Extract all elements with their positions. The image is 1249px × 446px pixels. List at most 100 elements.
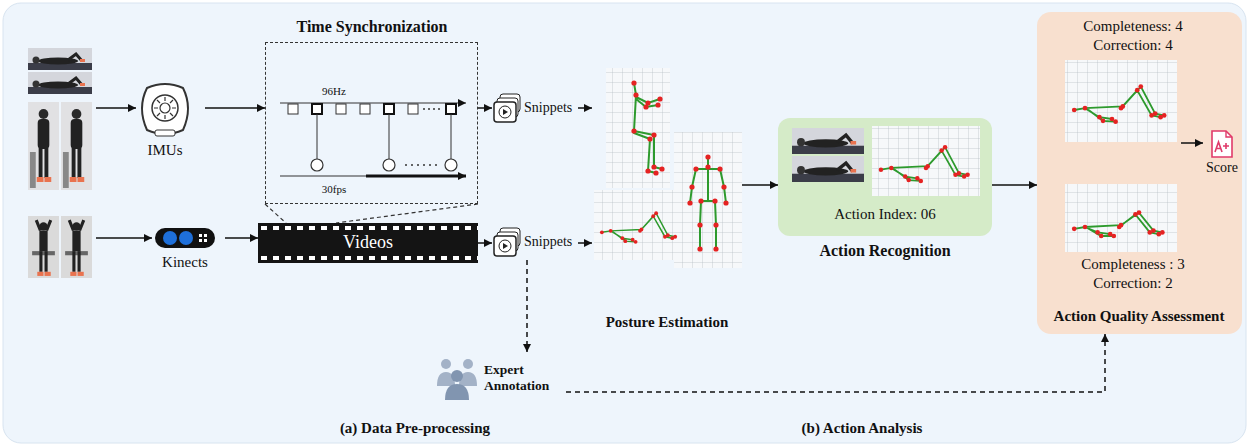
input-arrow	[96, 108, 152, 238]
annotator-icon	[436, 352, 480, 404]
timeline-sketch	[266, 43, 479, 205]
zoom-line	[265, 204, 286, 223]
timeline-sketch	[280, 175, 366, 176]
snippet-icon	[499, 106, 511, 118]
step-label: Posture Estimation	[606, 314, 729, 331]
kinect-icon	[199, 234, 202, 237]
step-label: Expert Annotation	[484, 362, 566, 393]
timeline-sketch	[366, 175, 466, 178]
timeline-sketch	[311, 159, 323, 171]
snippet-label: Snippets	[524, 234, 572, 250]
section-caption: (b) Action Analysis	[802, 420, 923, 437]
action-index: Action Index: 06	[834, 206, 936, 223]
pose-skeletons	[592, 62, 746, 272]
annotation-arrow	[526, 260, 528, 352]
assessment-skeletons	[1065, 60, 1177, 142]
timeline-sketch	[312, 104, 322, 114]
rate-label: 96Hz	[322, 85, 346, 98]
imu-sensor: IMUs	[125, 80, 205, 166]
input-arrow	[96, 237, 152, 239]
pose-skeletons	[687, 154, 728, 251]
snippet-icon	[492, 92, 522, 126]
annotator-icon	[445, 384, 469, 400]
snippet-icon	[499, 240, 511, 252]
score-icon	[1226, 131, 1232, 137]
subject-photo	[61, 102, 92, 190]
box-heading: Time Synchronization	[297, 18, 448, 36]
timeline-sketch	[408, 104, 418, 114]
kinect-sensor: Kinects	[145, 226, 225, 276]
timeline-sketch	[383, 159, 395, 171]
snippet-label: Snippets	[524, 100, 572, 116]
timeline-sketch	[445, 159, 457, 171]
recognition-sample	[792, 128, 864, 154]
kinect-icon	[204, 239, 207, 242]
snippet-group: Snippets	[492, 226, 578, 260]
score-line: Completeness: 4	[1083, 18, 1183, 35]
score-icon	[1215, 142, 1229, 152]
pose-skeletons	[631, 80, 664, 175]
score-label: Score	[1206, 160, 1238, 176]
sensor-label: Kinects	[162, 254, 208, 271]
timeline-sketch	[317, 114, 451, 159]
film-strip: Videos	[258, 223, 478, 263]
timeline-sketch	[446, 104, 456, 114]
subject-photo	[28, 48, 92, 278]
timeline-sketch	[423, 108, 440, 110]
timeline-sketch	[280, 102, 466, 103]
imu-icon	[142, 84, 188, 134]
assessment-skeletons	[1072, 210, 1165, 238]
kinect-icon	[179, 231, 193, 245]
timeline-sketch	[312, 104, 456, 114]
recognition-sample	[872, 126, 980, 196]
background-panel	[3, 3, 1246, 443]
flow-arrow	[742, 184, 778, 186]
rate-label: 30fps	[322, 183, 346, 196]
score-line: Correction: 2	[1093, 275, 1173, 292]
posture-panel: Posture Estimation	[592, 62, 742, 334]
sync-zoom-box: Time Synchronization96Hz30fps	[265, 42, 478, 204]
flow-arrow	[578, 242, 592, 244]
flow-arrow	[992, 184, 1037, 186]
assessment-skeletons	[1065, 60, 1177, 142]
snippet-icon	[494, 236, 516, 256]
subject-photo	[61, 216, 92, 278]
box-heading: Action Quality Assessment	[1054, 308, 1225, 325]
timeline-sketch	[317, 114, 318, 159]
timeline-sketch	[428, 108, 430, 110]
score-line: Correction: 4	[1093, 37, 1173, 54]
recognition-box: Action Index: 06Action Recognition	[778, 118, 992, 236]
score-line: Completeness : 3	[1081, 256, 1184, 273]
annotator-icon	[451, 370, 463, 382]
flow-arrow	[205, 107, 265, 109]
flow-arrow	[478, 242, 492, 244]
recognition-sample	[879, 145, 970, 183]
pose-skeletons	[594, 190, 686, 260]
timeline-sketch	[451, 114, 452, 159]
timeline-sketch	[389, 114, 390, 159]
zoom-line	[336, 204, 478, 223]
assessment-box: Completeness: 4 Correction: 4 Completeness…	[1037, 12, 1242, 334]
timeline-sketch	[435, 164, 437, 166]
timeline-sketch	[423, 108, 425, 110]
snippet-icon	[503, 243, 508, 249]
film-holes	[258, 223, 478, 263]
flow-arrow	[478, 107, 492, 109]
timeline-sketch	[384, 104, 394, 114]
imu-icon	[154, 97, 176, 119]
recognition-sample	[872, 126, 980, 196]
kinect-icon	[199, 239, 202, 242]
timeline-sketch	[429, 164, 431, 166]
timeline-sketch	[288, 104, 418, 114]
score-output: Score	[1204, 130, 1240, 180]
input-arrow	[96, 107, 136, 109]
pose-skeletons	[606, 68, 670, 188]
annotation-arrow	[566, 334, 1105, 392]
kinect-icon	[163, 231, 177, 245]
imu-icon	[125, 80, 205, 140]
film-label: Videos	[343, 232, 393, 253]
kinect-icon	[145, 226, 225, 250]
timeline-sketch	[360, 104, 370, 114]
timeline-sketch	[433, 108, 435, 110]
timeline-sketch	[405, 164, 437, 166]
